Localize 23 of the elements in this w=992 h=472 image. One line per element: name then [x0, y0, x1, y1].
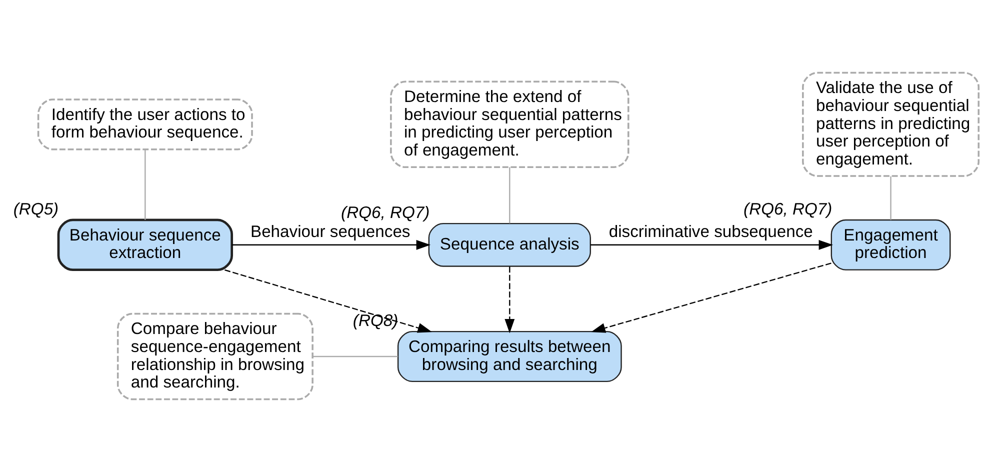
connector: [312, 356, 398, 358]
arrow: [232, 240, 431, 250]
arrow: [591, 262, 832, 333]
node-box: Determine the extend of behaviour sequential patterns in predicting user perception of engagement.: [390, 80, 630, 168]
node-box: Identify the user actions to form behaviour sequence.: [37, 98, 253, 150]
arrow: [504, 266, 515, 334]
node-label: (RQ6, RQ7): [341, 202, 430, 222]
node-box: Compare behaviour sequence-engagement relationship in browsing and searching.: [116, 312, 314, 400]
node-label: (RQ6, RQ7): [744, 199, 832, 218]
edge-label: discriminative subsequence: [608, 222, 813, 241]
node-box: Sequence analysis: [428, 222, 591, 267]
node-box: Comparing results between browsing and searching: [397, 330, 622, 382]
connector: [144, 150, 146, 220]
node-label: (RQ8): [352, 310, 398, 330]
node-box: Validate the use of behaviour sequential patterns in predicting user perception of engagement.: [802, 72, 980, 177]
edge-label: Behaviour sequences: [250, 222, 410, 241]
connector: [509, 167, 510, 224]
arrow: [224, 269, 432, 333]
connector: [890, 176, 892, 220]
node-label: (RQ5): [13, 199, 59, 218]
node-box: Behaviour sequence extraction: [57, 218, 234, 272]
arrow: [590, 240, 834, 250]
node-box: Engagement prediction: [830, 219, 951, 270]
